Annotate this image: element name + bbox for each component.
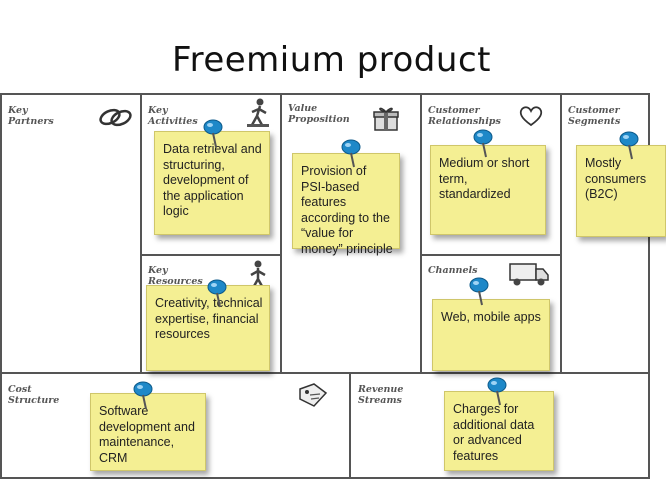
label-key-activities: Key Activities — [148, 105, 198, 127]
note-key-activities: Data retrieval and structuring, developm… — [154, 131, 270, 235]
label-key-resources: Key Resources — [148, 265, 203, 287]
push-pin-icon — [341, 139, 361, 168]
label-customer-relationships: Customer Relationships — [428, 105, 501, 127]
push-pin-icon — [619, 131, 639, 160]
note-value-proposition: Provision of PSI-based features accordin… — [292, 153, 400, 256]
page-title: Freemium product — [172, 40, 491, 80]
business-model-canvas: Key Partners Key Activities Value Propos… — [0, 93, 666, 479]
worker-icon — [247, 98, 269, 127]
price-tag-icon — [299, 383, 328, 407]
push-pin-icon — [487, 377, 507, 406]
label-cost-structure: Cost Structure — [8, 384, 60, 406]
push-pin-icon — [203, 119, 223, 148]
label-key-partners: Key Partners — [8, 105, 54, 127]
note-customer-relationships: Medium or short term, standardized — [430, 145, 546, 235]
push-pin-icon — [133, 381, 153, 410]
chain-link-icon — [99, 108, 132, 127]
cell-key-partners — [0, 93, 142, 374]
label-value-proposition: Value Proposition — [288, 103, 350, 125]
push-pin-icon — [473, 129, 493, 158]
factory-worker-icon — [250, 260, 266, 289]
note-channels: Web, mobile apps — [432, 299, 550, 371]
label-channels: Channels — [428, 265, 478, 276]
gift-icon — [373, 107, 399, 131]
heart-icon — [519, 106, 543, 127]
note-key-resources: Creativity, technical expertise, financi… — [146, 285, 270, 371]
push-pin-icon — [207, 279, 227, 308]
truck-icon — [509, 263, 549, 286]
label-revenue-streams: Revenue Streams — [358, 384, 404, 406]
label-customer-segments: Customer Segments — [568, 105, 621, 127]
push-pin-icon — [469, 277, 489, 306]
note-customer-segments: Mostly consumers (B2C) — [576, 145, 666, 237]
